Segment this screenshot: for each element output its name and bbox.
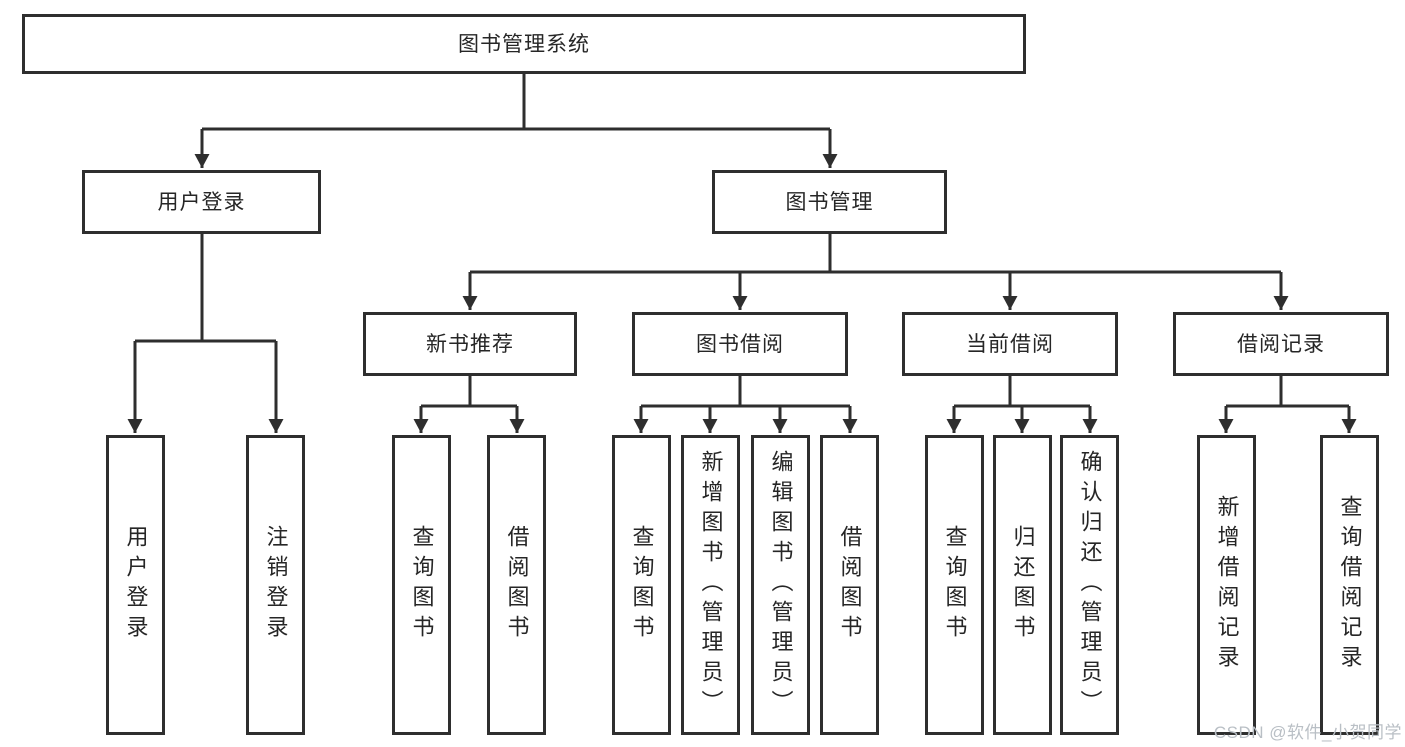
leaf-add-borrow-record-label: 新增借阅记录	[1214, 495, 1240, 675]
leaf-return-books-label: 归还图书	[1010, 525, 1036, 645]
leaf-query-books-borrow-label: 查询图书	[629, 525, 655, 645]
csdn-watermark: CSDN @软件_小贺同学	[1213, 723, 1402, 742]
node-user-login: 用户登录	[82, 170, 321, 234]
leaf-query-books-current: 查询图书	[925, 435, 984, 735]
leaf-return-books: 归还图书	[993, 435, 1052, 735]
node-book-management-label: 图书管理	[785, 190, 874, 214]
leaf-logout-label: 注销登录	[263, 525, 289, 645]
leaf-query-books-borrow: 查询图书	[612, 435, 671, 735]
node-borrow-records: 借阅记录	[1173, 312, 1389, 376]
node-new-book-recommend: 新书推荐	[363, 312, 577, 376]
node-root-label: 图书管理系统	[458, 32, 590, 56]
leaf-logout: 注销登录	[246, 435, 305, 735]
leaf-user-login-label: 用户登录	[123, 525, 149, 645]
leaf-borrow-books: 借阅图书	[820, 435, 879, 735]
node-borrow-records-label: 借阅记录	[1237, 332, 1325, 356]
leaf-user-login: 用户登录	[106, 435, 165, 735]
node-book-borrow-label: 图书借阅	[696, 332, 784, 356]
leaf-edit-book-admin: 编辑图书（管理员）	[751, 435, 810, 735]
leaf-confirm-return-admin: 确认归还（管理员）	[1060, 435, 1119, 735]
leaf-query-borrow-record: 查询借阅记录	[1320, 435, 1379, 735]
node-user-login-label: 用户登录	[157, 190, 246, 214]
node-current-borrow: 当前借阅	[902, 312, 1118, 376]
node-book-borrow: 图书借阅	[632, 312, 848, 376]
leaf-add-book-admin: 新增图书（管理员）	[681, 435, 740, 735]
node-current-borrow-label: 当前借阅	[966, 332, 1054, 356]
leaf-query-books-recommend-label: 查询图书	[409, 525, 435, 645]
leaf-borrow-books-recommend: 借阅图书	[487, 435, 546, 735]
leaf-add-book-admin-label: 新增图书（管理员）	[698, 450, 724, 720]
leaf-borrow-books-label: 借阅图书	[837, 525, 863, 645]
leaf-query-books-current-label: 查询图书	[942, 525, 968, 645]
node-book-management: 图书管理	[712, 170, 947, 234]
leaf-query-borrow-record-label: 查询借阅记录	[1337, 495, 1363, 675]
node-root: 图书管理系统	[22, 14, 1026, 74]
node-new-book-recommend-label: 新书推荐	[426, 332, 514, 356]
leaf-edit-book-admin-label: 编辑图书（管理员）	[768, 450, 794, 720]
leaf-borrow-books-recommend-label: 借阅图书	[504, 525, 530, 645]
leaf-query-books-recommend: 查询图书	[392, 435, 451, 735]
leaf-confirm-return-admin-label: 确认归还（管理员）	[1077, 450, 1103, 720]
leaf-add-borrow-record: 新增借阅记录	[1197, 435, 1256, 735]
